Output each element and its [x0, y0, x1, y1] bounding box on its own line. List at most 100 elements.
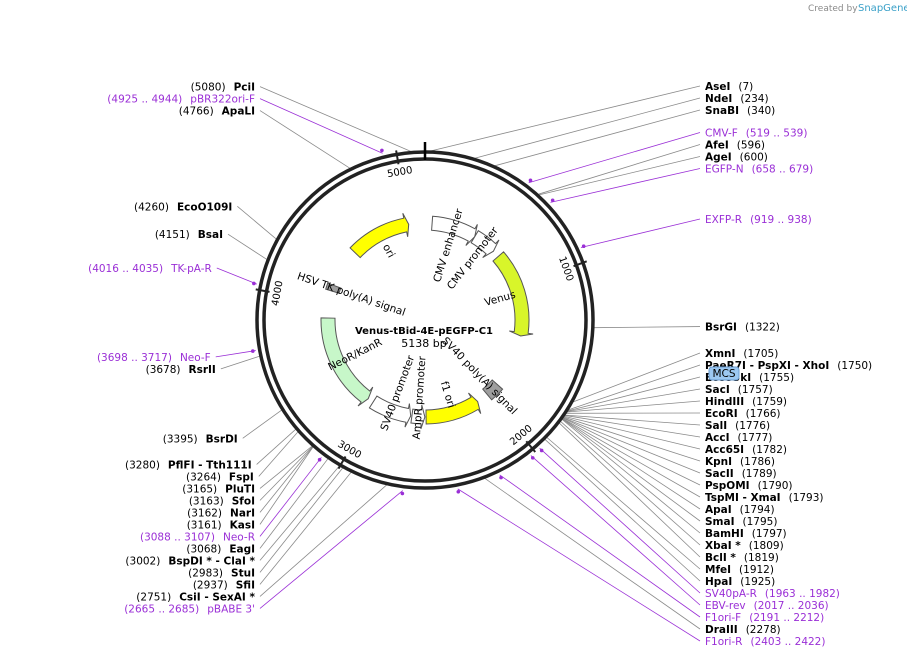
site-name: KasI	[230, 519, 255, 531]
enzyme-xmni[interactable]: XmnI(1705)	[705, 348, 778, 360]
site-text: SacI(1757)	[705, 384, 773, 396]
enzyme-bcli[interactable]: BclI *(1819)	[705, 552, 779, 564]
enzyme-snabi[interactable]: SnaBI(340)	[705, 105, 775, 117]
mcs-box[interactable]: MCS	[708, 366, 740, 381]
site-pos: (1755)	[759, 372, 794, 384]
feature-sv40-promoter[interactable]	[368, 395, 412, 428]
primer-mark-pbabe-3	[400, 491, 405, 496]
primer-f1ori-f[interactable]: F1ori-F(2191 .. 2212)	[705, 612, 824, 624]
site-text: (3163)SfoI	[189, 495, 255, 507]
enzyme-sfoi[interactable]: (3163)SfoI	[189, 495, 255, 507]
enzyme-agei[interactable]: AgeI(600)	[705, 151, 768, 163]
site-text: F1ori-F(2191 .. 2212)	[705, 612, 824, 624]
enzyme-sacii[interactable]: SacII(1789)	[705, 468, 777, 480]
enzyme-pspomi[interactable]: PspOMI(1790)	[705, 480, 792, 492]
primer-f1ori-r[interactable]: F1ori-R(2403 .. 2422)	[705, 636, 825, 648]
leader-afei	[536, 144, 701, 196]
primer-ebv-rev[interactable]: EBV-rev(2017 .. 2036)	[705, 600, 829, 612]
site-text: (4925 .. 4944)pBR322ori-F	[107, 94, 255, 106]
enzyme-nari[interactable]: (3162)NarI	[187, 507, 255, 519]
leader-bsai	[227, 233, 269, 261]
leader-asei	[426, 85, 701, 153]
enzyme-bsrgi[interactable]: BsrGI(1322)	[705, 322, 780, 334]
enzyme-xbai[interactable]: XbaI *(1809)	[705, 540, 784, 552]
enzyme-pluti[interactable]: (3165)PluTI	[182, 483, 255, 495]
enzyme-ndei[interactable]: NdeI(234)	[705, 93, 769, 105]
primer-exfp-r[interactable]: EXFP-R(919 .. 938)	[705, 214, 812, 226]
site-text: (4766)ApaLI	[179, 106, 255, 118]
enzyme-pflfi-tth111i[interactable]: (3280)PflFI - Tth111I	[125, 459, 252, 471]
enzyme-bsai[interactable]: (4151)BsaI	[155, 229, 223, 241]
enzyme-asei[interactable]: AseI(7)	[705, 81, 753, 93]
site-name: Acc65I	[705, 444, 744, 456]
enzyme-bsrdi[interactable]: (3395)BsrDI	[163, 433, 238, 445]
enzyme-draiii[interactable]: DraIII(2278)	[705, 624, 781, 636]
enzyme-ecori[interactable]: EcoRI(1766)	[705, 408, 781, 420]
enzyme-acci[interactable]: AccI(1777)	[705, 432, 772, 444]
enzyme-stui[interactable]: (2983)StuI	[188, 567, 255, 579]
leader-egfp-n	[550, 168, 701, 203]
primer-pbr322ori-f[interactable]: (4925 .. 4944)pBR322ori-F	[107, 94, 255, 106]
site-pos: (1776)	[735, 420, 770, 432]
site-pos: (1963 .. 1982)	[765, 588, 840, 600]
enzyme-ecoo109i[interactable]: (4260)EcoO109I	[134, 201, 232, 213]
site-name: BamHI	[705, 528, 744, 540]
enzyme-tspmi-xmai[interactable]: TspMI - XmaI(1793)	[705, 492, 824, 504]
enzyme-sfii[interactable]: (2937)SfiI	[193, 579, 255, 591]
feature-ori[interactable]	[349, 213, 410, 259]
site-pos: (658 .. 679)	[752, 163, 814, 175]
enzyme-acc65i[interactable]: Acc65I(1782)	[705, 444, 787, 456]
primer-mark-tk-pa-r	[252, 281, 256, 286]
primer-tk-pa-r[interactable]: (4016 .. 4035)TK-pA-R	[88, 263, 212, 275]
enzyme-smai[interactable]: SmaI(1795)	[705, 516, 777, 528]
feature-hsv-tk-poly-a-signal[interactable]	[325, 282, 342, 294]
leader-sv40pa-r	[539, 447, 701, 594]
primer-sv40pa-r[interactable]: SV40pA-R(1963 .. 1982)	[705, 588, 840, 600]
enzyme-hpai[interactable]: HpaI(1925)	[705, 576, 775, 588]
feature-sv40-poly-a-signal[interactable]	[481, 379, 504, 401]
site-name: ApaLI	[222, 106, 255, 118]
site-name: KpnI	[705, 456, 732, 468]
enzyme-bamhi[interactable]: BamHI(1797)	[705, 528, 787, 540]
site-pos: (3088 .. 3107)	[140, 531, 215, 543]
primer-neo-f[interactable]: (3698 .. 3717)Neo-F	[97, 352, 211, 364]
leader-acci	[563, 414, 701, 438]
enzyme-kasi[interactable]: (3161)KasI	[187, 519, 255, 531]
enzyme-fspi[interactable]: (3264)FspI	[186, 471, 254, 483]
tick-2000	[525, 440, 537, 453]
feature-label-venus: Venus	[483, 289, 517, 309]
enzyme-csii-sexai[interactable]: (2751)CsiI - SexAI *	[136, 591, 255, 603]
feature-ampr-promoter[interactable]	[410, 404, 426, 430]
feature-cmv-promoter[interactable]	[470, 230, 500, 259]
enzyme-kpni[interactable]: KpnI(1786)	[705, 456, 775, 468]
primer-mark-exfp-r	[581, 244, 586, 248]
site-name: SalI	[705, 420, 727, 432]
tick-1000	[573, 260, 588, 268]
leader-sacii	[561, 416, 701, 474]
primer-neo-r[interactable]: (3088 .. 3107)Neo-R	[140, 531, 255, 543]
enzyme-pcii[interactable]: (5080)PciI	[191, 82, 255, 94]
feature-neor-kanr[interactable]	[320, 317, 374, 407]
leader-ebv-rev	[530, 455, 701, 606]
enzyme-sali[interactable]: SalI (1776)	[705, 420, 770, 432]
enzyme-apai[interactable]: ApaI(1794)	[705, 504, 775, 516]
enzyme-eagi[interactable]: (3068)EagI	[186, 543, 255, 555]
primer-pbabe-3[interactable]: (2665 .. 2685)pBABE 3'	[124, 603, 255, 615]
primer-cmv-f[interactable]: CMV-F(519 .. 539)	[705, 127, 807, 139]
enzyme-afei[interactable]: AfeI(596)	[705, 139, 765, 151]
enzyme-hindiii[interactable]: HindIII(1759)	[705, 396, 787, 408]
site-name: pBABE 3'	[207, 603, 255, 615]
site-text: SV40pA-R(1963 .. 1982)	[705, 588, 840, 600]
site-text: TspMI - XmaI(1793)	[705, 492, 824, 504]
site-text: BsrGI(1322)	[705, 322, 780, 334]
site-text: XmnI(1705)	[705, 348, 778, 360]
enzyme-apali[interactable]: (4766)ApaLI	[179, 106, 255, 118]
enzyme-bspdi-clai[interactable]: (3002)BspDI * - ClaI *	[125, 555, 255, 567]
enzyme-rsrii[interactable]: (3678)RsrII	[146, 364, 216, 376]
feature-f1-ori[interactable]	[425, 392, 482, 425]
feature-venus[interactable]	[492, 251, 534, 337]
enzyme-saci[interactable]: SacI(1757)	[705, 384, 773, 396]
primer-egfp-n[interactable]: EGFP-N(658 .. 679)	[705, 163, 813, 175]
enzyme-mfei[interactable]: MfeI(1912)	[705, 564, 774, 576]
